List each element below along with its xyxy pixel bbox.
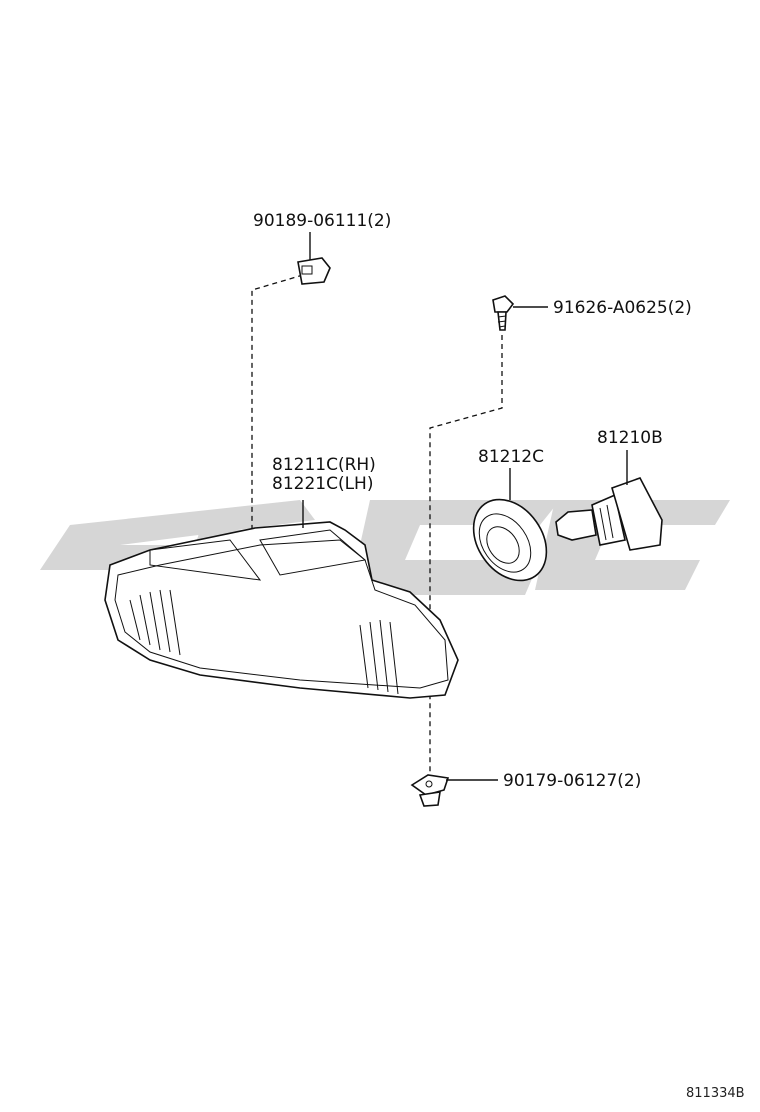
clip-top-part — [297, 232, 331, 285]
socket-part — [472, 468, 548, 582]
clip-top-label: 90189-06111(2) — [253, 211, 391, 231]
screw-part — [492, 295, 548, 331]
clip-bottom-part — [410, 774, 498, 807]
lamp-lh-label: 81221C(LH) — [272, 474, 373, 494]
guide-lines — [251, 274, 503, 785]
lamp-rh-label: 81211C(RH) — [272, 455, 376, 475]
screw-label: 91626-A0625(2) — [553, 298, 692, 318]
diagram-code: 811334B — [686, 1086, 745, 1101]
bulb-part — [555, 450, 663, 551]
fog-lamp-part — [104, 500, 459, 699]
socket-label: 81212C — [478, 447, 544, 467]
clip-bottom-label: 90179-06127(2) — [503, 771, 641, 791]
bulb-label: 81210B — [597, 428, 663, 448]
